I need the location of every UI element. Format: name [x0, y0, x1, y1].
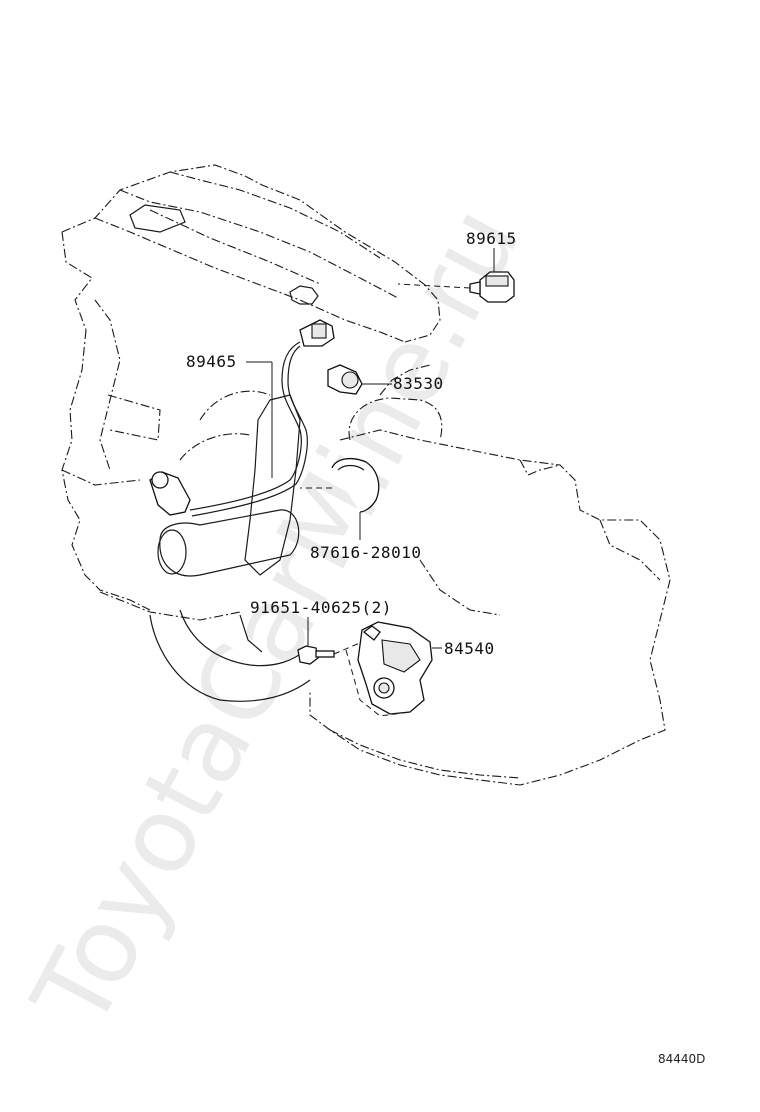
label-89615: 89615	[466, 229, 517, 248]
label-83530: 83530	[393, 374, 444, 393]
switch-83530[interactable]	[327, 364, 392, 395]
label-91651-40625: 91651-40625(2)	[250, 598, 392, 617]
engine-block-outline	[61, 164, 671, 786]
sensor-89465[interactable]	[149, 319, 335, 517]
clamp-87616-28010[interactable]	[300, 457, 380, 540]
label-89465: 89465	[186, 352, 237, 371]
label-87616-28010: 87616-28010	[310, 543, 421, 562]
bolt-91651-40625[interactable]	[297, 617, 363, 665]
watermark-text: ToyotaCarMine.ru	[9, 187, 544, 1047]
switch-84540[interactable]	[345, 621, 442, 717]
drawing-id: 84440D	[658, 1052, 705, 1066]
label-84540: 84540	[444, 639, 495, 658]
sensor-89615[interactable]	[397, 248, 515, 303]
